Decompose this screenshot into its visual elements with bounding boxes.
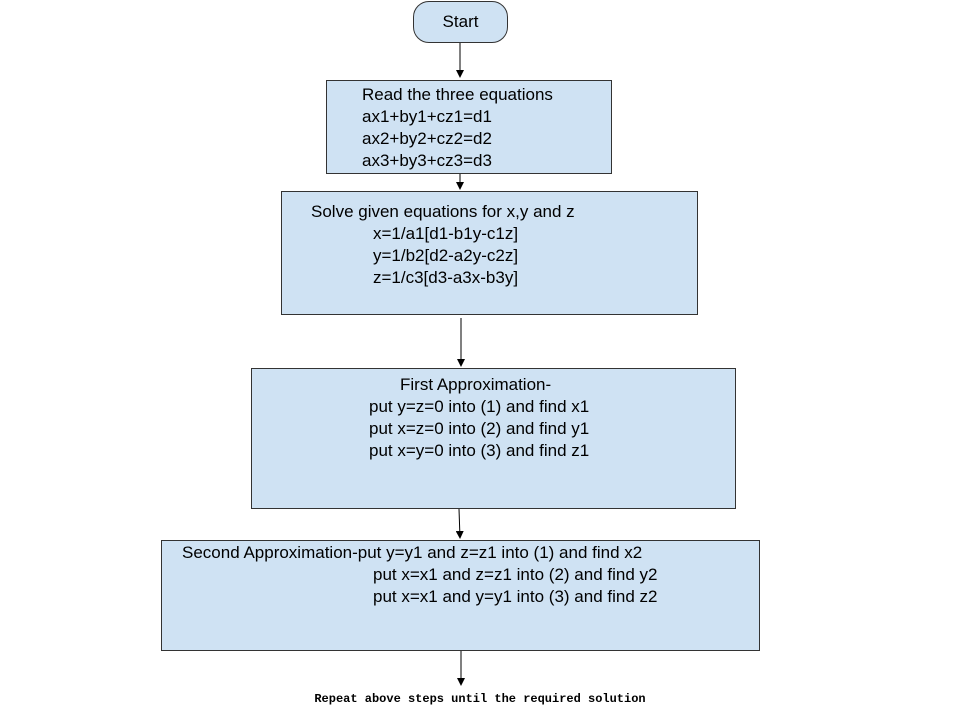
- second-approximation-step-1: Second Approximation-put y=y1 and z=z1 i…: [182, 543, 643, 562]
- solve-x-formula: x=1/a1[d1-b1y-c1z]: [373, 224, 519, 243]
- start-terminal: Start: [413, 1, 508, 43]
- read-equations-box: Read the three equations ax1+by1+cz1=d1 …: [326, 80, 612, 174]
- second-approximation-step-2: put x=x1 and z=z1 into (2) and find y2: [373, 565, 658, 584]
- first-approximation-box: First Approximation- put y=z=0 into (1) …: [251, 368, 736, 509]
- repeat-instruction: Repeat above steps until the required so…: [314, 692, 646, 706]
- read-equations-title: Read the three equations: [362, 85, 553, 104]
- first-approximation-step-2: put x=z=0 into (2) and find y1: [369, 419, 590, 438]
- first-approximation-step-1: put y=z=0 into (1) and find x1: [369, 397, 590, 416]
- arrow-first-to-second: [455, 508, 464, 539]
- second-approximation-step-3: put x=x1 and y=y1 into (3) and find z2: [373, 587, 658, 606]
- second-approximation-box: Second Approximation-put y=y1 and z=z1 i…: [161, 540, 760, 651]
- equation-3: ax3+by3+cz3=d3: [362, 151, 492, 170]
- equation-2: ax2+by2+cz2=d2: [362, 129, 492, 148]
- solve-y-formula: y=1/b2[d2-a2y-c2z]: [373, 246, 519, 265]
- solve-z-formula: z=1/c3[d3-a3x-b3y]: [373, 268, 519, 287]
- first-approximation-title: First Approximation-: [400, 375, 552, 394]
- solve-equations-title: Solve given equations for x,y and z: [311, 202, 575, 221]
- equation-1: ax1+by1+cz1=d1: [362, 107, 492, 126]
- start-label: Start: [442, 12, 479, 31]
- solve-equations-box: Solve given equations for x,y and z x=1/…: [281, 191, 698, 315]
- first-approximation-step-3: put x=y=0 into (3) and find z1: [369, 441, 590, 460]
